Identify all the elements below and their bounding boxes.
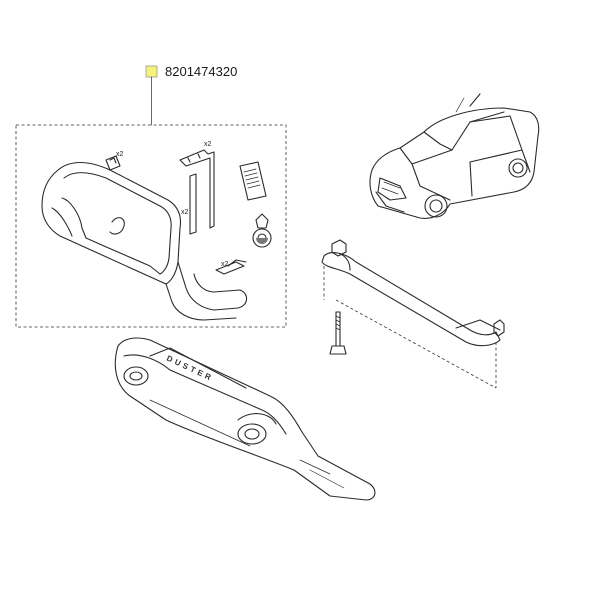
mounting-nut xyxy=(252,213,272,248)
bull-bar xyxy=(41,161,248,321)
kit-contents-box xyxy=(15,124,287,328)
qty-clip: x2 xyxy=(221,261,229,268)
qty-top-bracket: x2 xyxy=(116,151,124,158)
kit-callout: 8201474320 xyxy=(145,64,237,126)
instruction-leaflet xyxy=(239,161,267,201)
vehicle-illustration xyxy=(369,93,540,219)
bumper-beam xyxy=(321,239,505,389)
upright-brackets: x2 x2 xyxy=(179,141,215,235)
kit-part-number: 8201474320 xyxy=(165,64,237,79)
callout-marker-square xyxy=(145,65,158,78)
clip: x2 xyxy=(215,259,247,275)
qty-upright-side: x2 xyxy=(181,209,189,216)
front-bumper-cover: DUSTER xyxy=(114,337,376,501)
mounting-bolt xyxy=(329,311,347,355)
top-bracket: x2 xyxy=(105,151,124,171)
qty-upright-brackets: x2 xyxy=(204,141,212,148)
